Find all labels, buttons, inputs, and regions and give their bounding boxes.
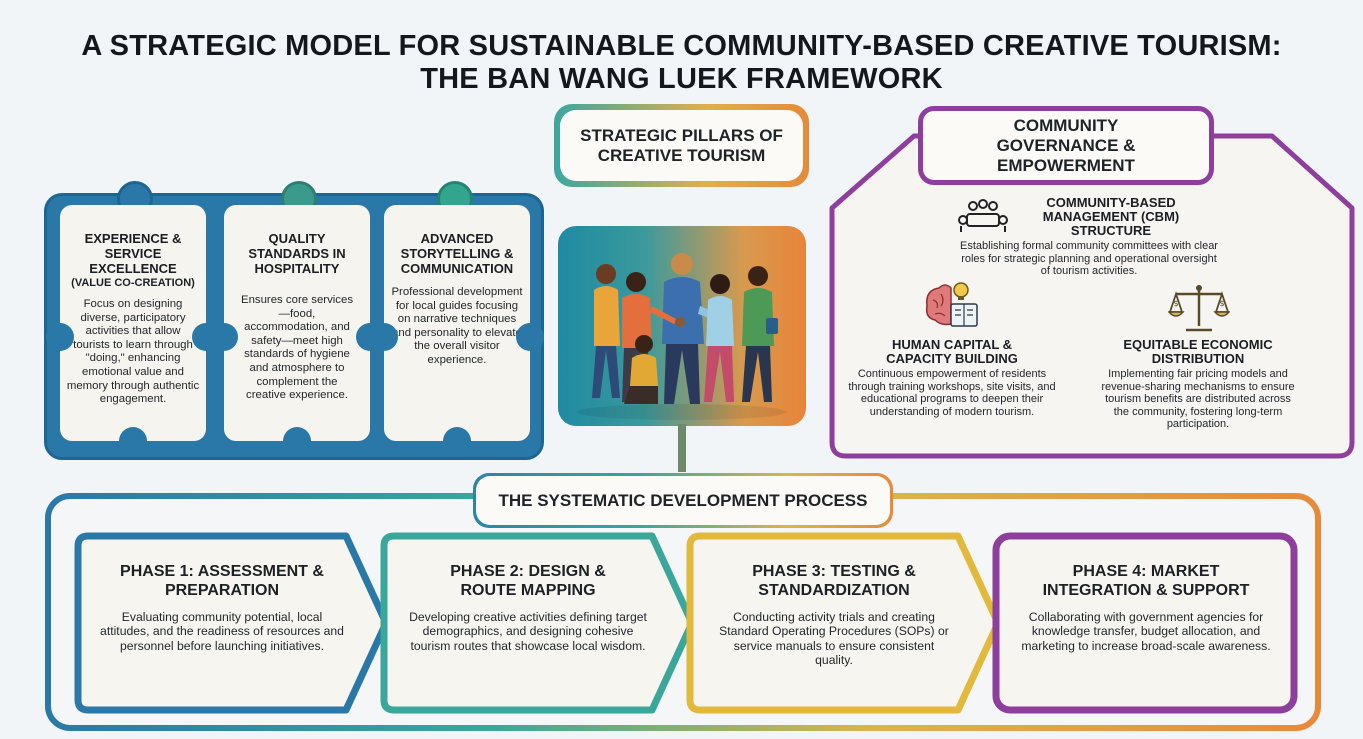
- brain-lightbulb-book-icon: [921, 280, 981, 330]
- phase-2-body: Developing creative activities defining …: [409, 610, 647, 653]
- pillar-title: ADVANCED STORYTELLING & COMMUNICATION: [400, 231, 514, 276]
- center-connector-line: [678, 424, 686, 472]
- balance-scale-icon: $ $: [1167, 282, 1231, 334]
- phase-2: PHASE 2: DESIGN & ROUTE MAPPING Developi…: [408, 562, 648, 653]
- human-capital-block: HUMAN CAPITAL & CAPACITY BUILDING Contin…: [846, 338, 1058, 418]
- phase-3: PHASE 3: TESTING & STANDARDIZATION Condu…: [714, 562, 954, 668]
- meeting-table-icon: [957, 196, 1009, 236]
- pillar-card-quality: QUALITY STANDARDS IN HOSPITALITY Ensures…: [210, 205, 384, 455]
- phase-1-body: Evaluating community potential, local at…: [100, 610, 344, 653]
- phase-3-arrow: [686, 532, 1002, 714]
- process-heading: THE SYSTEMATIC DEVELOPMENT PROCESS: [476, 476, 890, 525]
- svg-text:$: $: [1173, 299, 1178, 308]
- human-capital-body: Continuous empowerment of residents thro…: [848, 368, 1056, 418]
- pillar-title: EXPERIENCE & SERVICE EXCELLENCE: [84, 231, 182, 276]
- cbm-title: COMMUNITY-BASED MANAGEMENT (CBM) STRUCTU…: [1042, 195, 1180, 238]
- community-people-icon: [577, 253, 787, 420]
- equity-body: Implementing fair pricing models and rev…: [1101, 368, 1295, 431]
- pillar-subtitle: (VALUE CO-CREATION): [71, 277, 195, 289]
- phase-3-title: PHASE 3: TESTING & STANDARDIZATION: [752, 563, 916, 599]
- phase-2-title: PHASE 2: DESIGN & ROUTE MAPPING: [450, 563, 606, 599]
- equity-title: EQUITABLE ECONOMIC DISTRIBUTION: [1123, 337, 1273, 366]
- svg-text:$: $: [1219, 299, 1224, 308]
- phase-4-title: PHASE 4: MARKET INTEGRATION & SUPPORT: [1042, 563, 1250, 599]
- title-line-2: THE BAN WANG LUEK FRAMEWORK: [420, 63, 943, 95]
- phase-2-arrow: [380, 532, 696, 714]
- pillar-body: Professional development for local guide…: [391, 286, 523, 366]
- center-label: STRATEGIC PILLARS OF CREATIVE TOURISM: [560, 110, 803, 181]
- phase-3-body: Conducting activity trials and creating …: [719, 610, 949, 668]
- phase-1-arrow: [74, 532, 390, 714]
- phase-4-box: [992, 532, 1298, 714]
- pillar-body: Focus on designing diverse, participator…: [66, 298, 200, 406]
- pillar-card-storytelling: ADVANCED STORYTELLING & COMMUNICATION Pr…: [370, 205, 544, 455]
- phase-1: PHASE 1: ASSESSMENT & PREPARATION Evalua…: [100, 562, 344, 653]
- governance-heading: COMMUNITY GOVERNANCE & EMPOWERMENT: [918, 106, 1214, 185]
- cbm-block: COMMUNITY-BASED MANAGEMENT (CBM) STRUCTU…: [944, 196, 1234, 278]
- pillar-body: Ensures core services—food, accommodatio…: [240, 294, 354, 402]
- title-line-1: A STRATEGIC MODEL FOR SUSTAINABLE COMMUN…: [81, 30, 1282, 62]
- pillar-title: QUALITY STANDARDS IN HOSPITALITY: [248, 231, 346, 276]
- equity-block: EQUITABLE ECONOMIC DISTRIBUTION Implemen…: [1098, 338, 1298, 431]
- people-illustration: [558, 226, 806, 426]
- cbm-body: Establishing formal community committees…: [960, 240, 1218, 278]
- phase-4: PHASE 4: MARKET INTEGRATION & SUPPORT Co…: [1016, 562, 1276, 653]
- pillar-card-experience: EXPERIENCE & SERVICE EXCELLENCE (VALUE C…: [46, 205, 220, 455]
- page-title: A STRATEGIC MODEL FOR SUSTAINABLE COMMUN…: [0, 30, 1363, 96]
- phase-4-body: Collaborating with government agencies f…: [1021, 610, 1271, 653]
- human-capital-title: HUMAN CAPITAL & CAPACITY BUILDING: [886, 337, 1018, 366]
- phase-1-title: PHASE 1: ASSESSMENT & PREPARATION: [120, 563, 324, 599]
